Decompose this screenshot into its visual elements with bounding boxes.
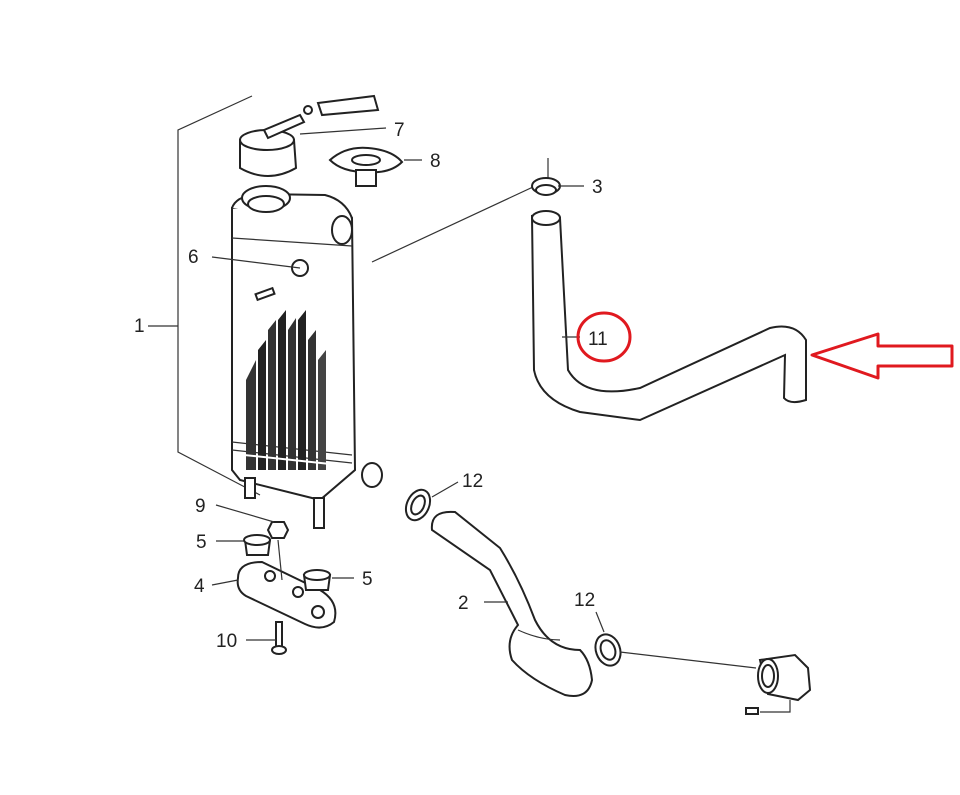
label-part-6: 6 [188, 247, 199, 268]
label-part-4: 4 [194, 576, 205, 597]
radiator [231, 192, 383, 529]
hose-clamp-upper [531, 177, 561, 196]
part-labels: 1 7 8 3 6 11 12 2 12 9 5 5 4 10 [134, 120, 608, 652]
leader-lines [148, 127, 605, 641]
mounting-bracket [236, 560, 337, 629]
label-part-7: 7 [394, 120, 405, 141]
label-part-11: 11 [588, 329, 608, 350]
label-part-5-left: 5 [196, 532, 207, 553]
mounting-bolt [271, 621, 287, 655]
water-fitting [745, 653, 812, 715]
highlight-circle [576, 311, 632, 363]
radiator-cap [239, 94, 380, 177]
grommet-right [302, 569, 332, 591]
label-part-5-right: 5 [362, 569, 373, 590]
label-part-2: 2 [458, 593, 469, 614]
pressure-cap [328, 146, 404, 187]
upper-radiator-hose [530, 210, 807, 422]
lower-radiator-hose [430, 510, 594, 697]
radiator-core-fins [243, 310, 341, 470]
filler-neck [241, 185, 291, 213]
label-part-3: 3 [592, 177, 603, 198]
label-part-8: 8 [430, 151, 441, 172]
nut [266, 521, 290, 581]
hose-clamp-mid [404, 488, 432, 522]
highlight-arrow [810, 332, 954, 380]
label-part-10: 10 [216, 631, 237, 652]
label-part-12-upper: 12 [462, 471, 483, 492]
hose-clamp-lower [594, 633, 757, 669]
grommet-left [243, 534, 272, 556]
label-part-9: 9 [195, 496, 206, 517]
label-part-12-lower: 12 [574, 590, 595, 611]
label-part-1: 1 [134, 316, 145, 337]
highlight-marker [576, 311, 954, 380]
